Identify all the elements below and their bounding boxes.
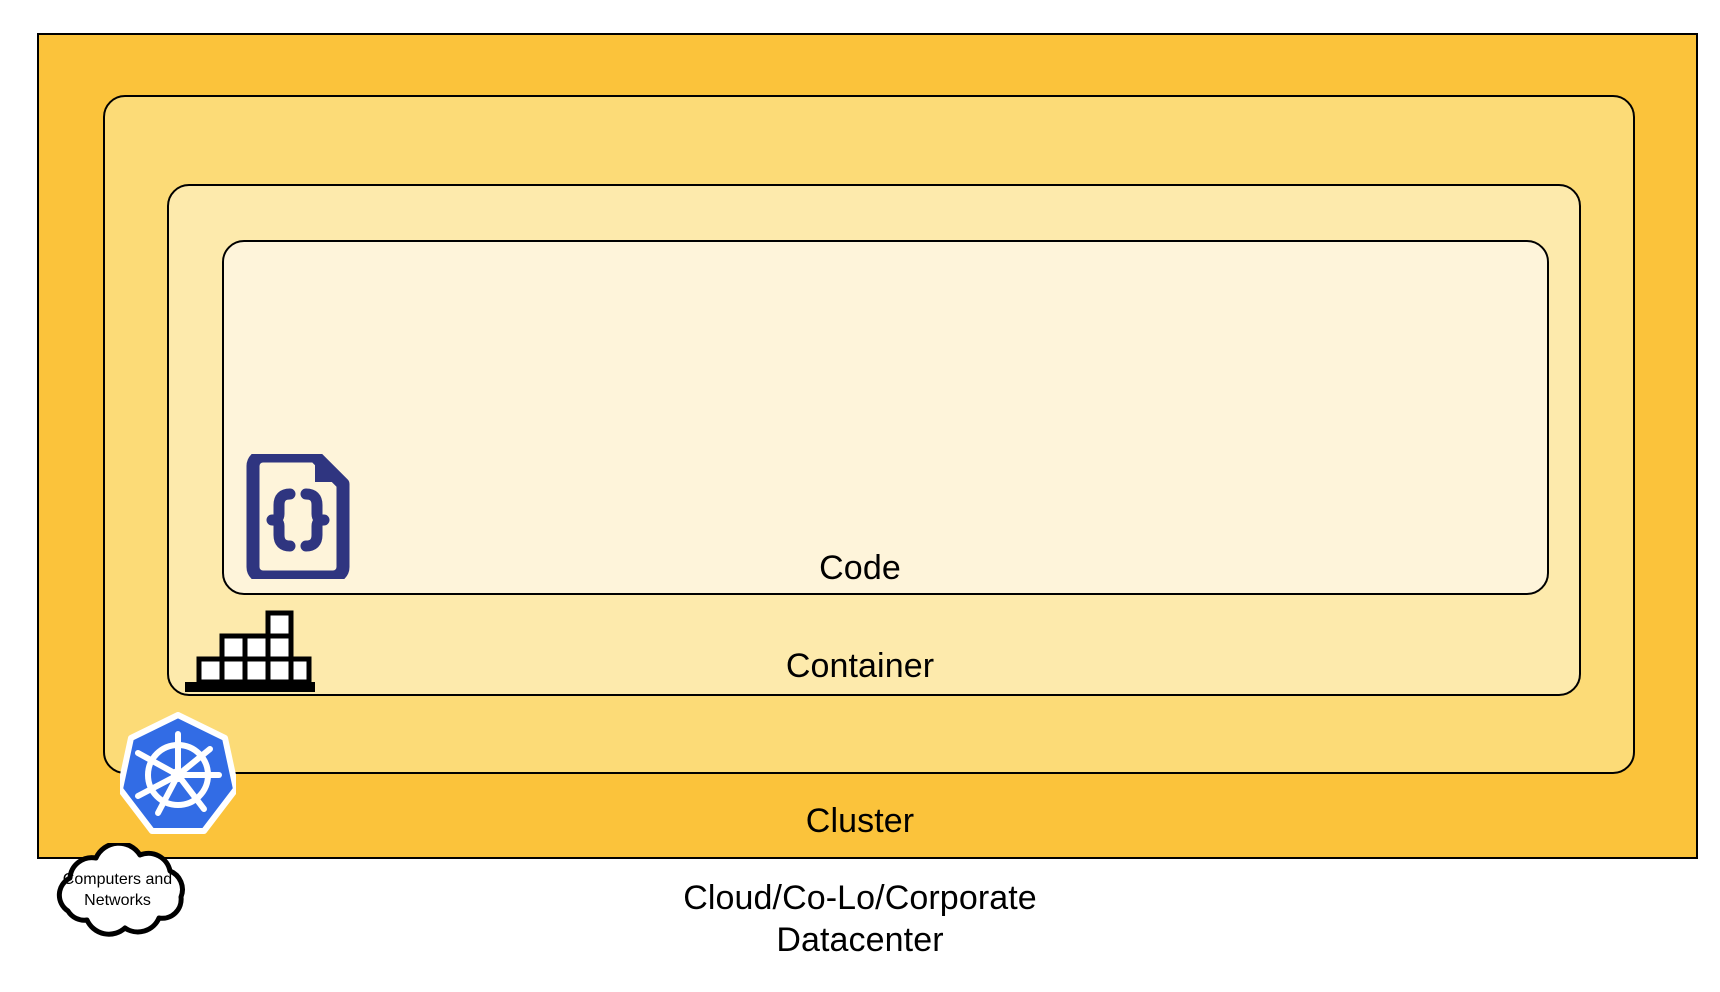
container-boxes-icon (185, 602, 315, 692)
layer-box-code[interactable] (222, 240, 1549, 595)
layer-label-cluster: Cluster (805, 802, 915, 840)
code-braces-document-icon (243, 449, 353, 584)
cloud-callout-icon[interactable] (36, 840, 199, 943)
layer-label-container: Container (785, 647, 935, 685)
kubernetes-helm-wheel-icon (117, 712, 239, 836)
layer-label-datacenter: Cloud/Co-Lo/Corporate Datacenter (683, 879, 1037, 959)
layer-label-code: Code (819, 549, 901, 587)
